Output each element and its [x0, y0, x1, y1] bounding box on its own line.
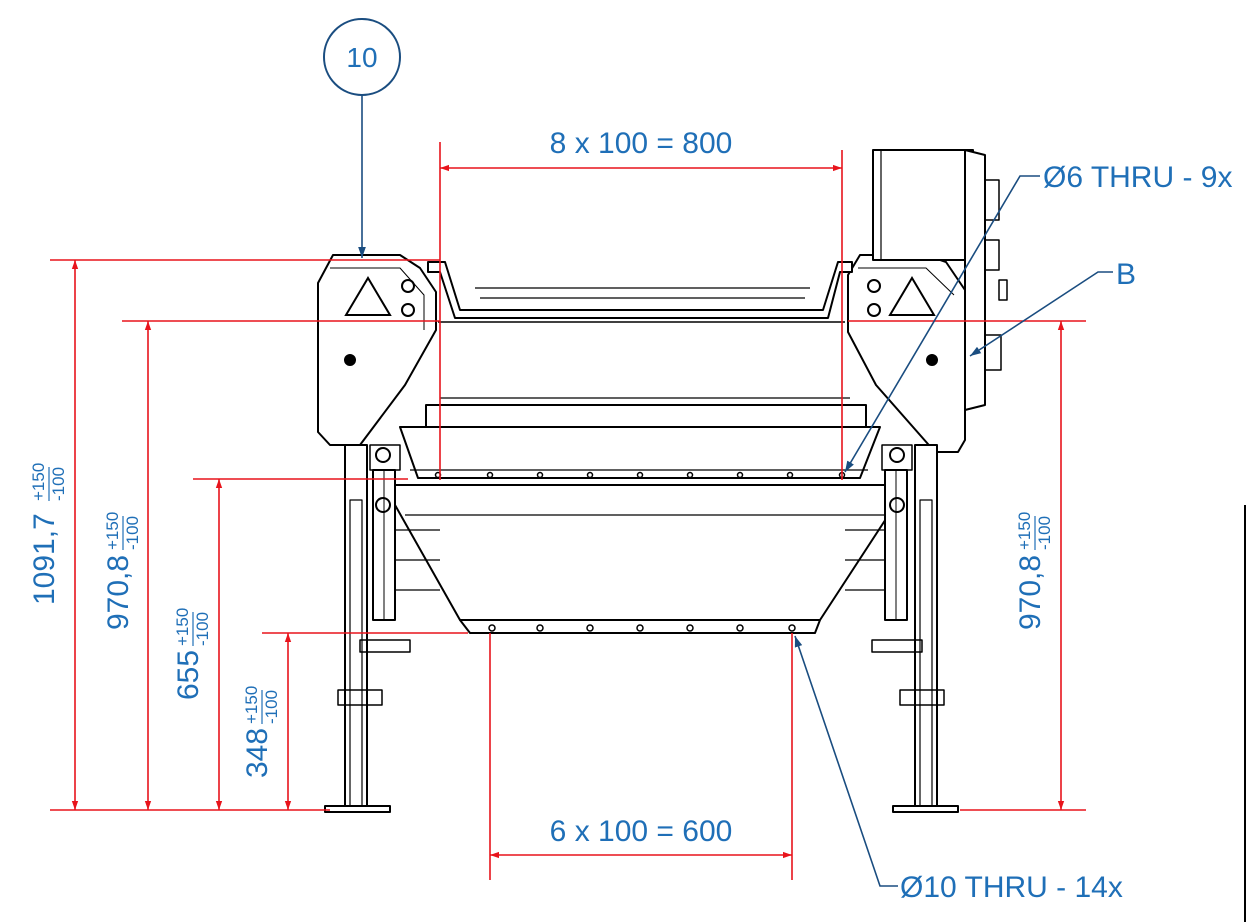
- holes-top-callout: Ø6 THRU - 9x: [1043, 161, 1232, 194]
- height-frame-right-tol-lower: -100: [1035, 516, 1054, 550]
- height-hopper-top-dim: 655 +150 -100: [172, 608, 212, 700]
- bottom-spacing-label: 6 x 100 = 600: [550, 815, 733, 848]
- height-frame-left-value: 970,8: [102, 555, 135, 630]
- height-hopper-bottom-dim: 348 +150 -100: [241, 686, 281, 778]
- item-balloon: 10: [323, 18, 401, 96]
- dimension-lines: [50, 142, 1086, 880]
- conveyor-outline: [317, 149, 1008, 813]
- warning-triangle-icon: [344, 276, 936, 316]
- height-hopper-bottom-tol-lower: -100: [262, 690, 281, 724]
- frame-holes: [344, 279, 938, 513]
- height-frame-right-dim: 970,8 +150 -100: [1014, 512, 1054, 630]
- height-hopper-bottom-value: 348: [241, 728, 274, 778]
- holes-bottom-callout: Ø10 THRU - 14x: [900, 871, 1123, 904]
- balloon-number: 10: [346, 42, 377, 73]
- top-spacing-label: 8 x 100 = 800: [550, 127, 733, 160]
- height-overall-dim: 1091,7 +150 -100: [28, 463, 68, 605]
- height-hopper-bottom-tol-upper: +150: [242, 686, 261, 724]
- height-hopper-top-value: 655: [172, 650, 205, 700]
- height-frame-left-dim: 970,8 +150 -100: [102, 512, 142, 630]
- height-frame-right-tol-upper: +150: [1015, 512, 1034, 550]
- leader-lines: [358, 95, 1113, 887]
- dimension-labels: 8 x 100 = 800 6 x 100 = 600 1091,7 +150 …: [28, 127, 1232, 904]
- height-hopper-top-tol-lower: -100: [193, 612, 212, 646]
- height-overall-value: 1091,7: [28, 513, 61, 605]
- height-overall-tol-lower: -100: [49, 467, 68, 501]
- height-hopper-top-tol-upper: +150: [173, 608, 192, 646]
- hopper-holes-bottom: [488, 624, 796, 632]
- view-b-callout: B: [1116, 258, 1136, 291]
- height-frame-right-value: 970,8: [1014, 555, 1047, 630]
- height-frame-left-tol-upper: +150: [103, 512, 122, 550]
- height-overall-tol-upper: +150: [29, 463, 48, 501]
- height-frame-left-tol-lower: -100: [123, 516, 142, 550]
